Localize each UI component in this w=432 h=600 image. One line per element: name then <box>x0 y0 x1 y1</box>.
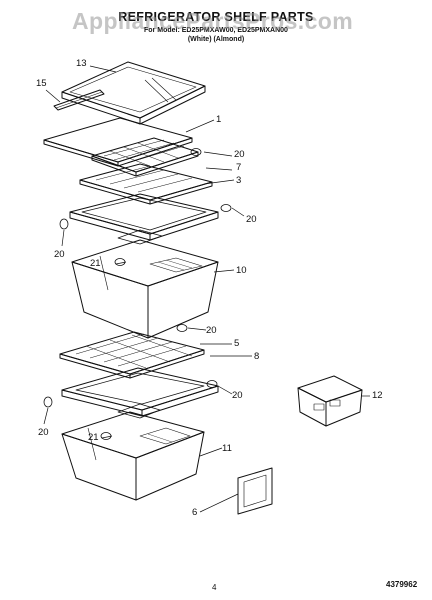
part-11-crisper-pan <box>61 411 205 501</box>
document-number: 4379962 <box>386 580 418 589</box>
callout-20: 20 <box>246 214 257 225</box>
part-8-crisper-cover-frame <box>61 367 219 419</box>
callout-8: 8 <box>254 351 260 362</box>
callout-7: 7 <box>236 162 242 173</box>
part-12-door-bin <box>297 375 363 427</box>
callout-20: 20 <box>234 149 245 160</box>
watermark: AppliancePartsPros.com <box>72 8 354 34</box>
screw-fasteners <box>43 148 232 440</box>
callout-20: 20 <box>232 390 243 401</box>
callout-6: 6 <box>192 507 198 518</box>
callout-1: 1 <box>216 114 222 125</box>
diagram-title: REFRIGERATOR SHELF PARTS <box>118 10 314 24</box>
part-3-shelf-panel <box>79 163 213 205</box>
part-7-grid-shelf <box>91 137 199 177</box>
callout-20: 20 <box>206 325 217 336</box>
part-15-trim <box>53 89 105 111</box>
callout-20: 20 <box>38 427 49 438</box>
part-6-badge <box>237 467 273 515</box>
color-line: (White) (Almond) <box>187 36 245 43</box>
callout-12: 12 <box>372 390 383 401</box>
callout-13: 13 <box>76 58 87 69</box>
part-5-grid-shelf <box>59 331 205 379</box>
crisper-cover-frame-upper <box>69 193 219 245</box>
callout-11: 11 <box>222 443 232 454</box>
callout-20: 20 <box>54 249 65 260</box>
callout-5: 5 <box>234 338 240 349</box>
callout-10: 10 <box>236 265 247 276</box>
callout-15: 15 <box>36 78 47 89</box>
part-10-crisper-pan <box>71 239 219 339</box>
callout-3: 3 <box>236 175 242 186</box>
callout-21: 21 <box>88 432 99 443</box>
part-1-glass-shelf <box>43 117 193 167</box>
part-13-shelf-frame <box>61 61 206 125</box>
page-number: 4 <box>212 583 217 592</box>
callout-21: 21 <box>90 258 101 269</box>
leader-lines <box>43 65 370 513</box>
model-line: For Model: ED25PMXAW00, ED25PMXAN00 <box>144 27 288 34</box>
